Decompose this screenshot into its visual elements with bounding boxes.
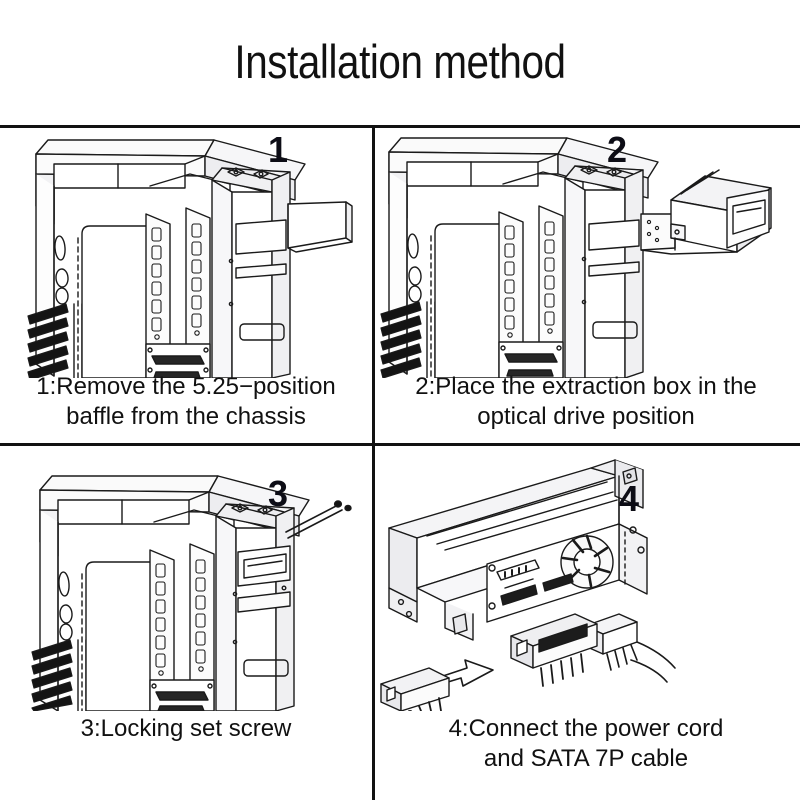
- drive-caddy-rear-connectors-illustration: [380, 459, 676, 711]
- step-panel-1: 1 1:Remove the 5.25−position baffle from…: [0, 128, 372, 443]
- step-panel-3: 3 3:Locking set screw: [0, 446, 372, 800]
- step-panel-4: 4 4:Connect the power cord and SATA 7P c…: [375, 446, 800, 800]
- step-caption-1: 1:Remove the 5.25−position baffle from t…: [36, 373, 336, 430]
- chassis-baffle-removal-illustration: [27, 139, 353, 378]
- step-caption-3: 3:Locking set screw: [80, 715, 292, 742]
- page-title: Installation method: [234, 35, 566, 88]
- step-number-3: 3: [268, 473, 289, 514]
- step-number-2: 2: [607, 129, 628, 170]
- table-border-center: [372, 125, 375, 800]
- table-border-middle: [0, 443, 800, 446]
- step-number-1: 1: [268, 129, 289, 170]
- chassis-locking-screw-illustration: [31, 475, 352, 711]
- step-caption-4: 4:Connect the power cord and SATA 7P cab…: [448, 715, 724, 772]
- table-border-top: [0, 125, 800, 128]
- chassis-drive-caddy-insertion-illustration: [380, 137, 772, 378]
- step-panel-2: 2 2:Place the extraction box in the opti…: [375, 128, 800, 443]
- step-caption-2: 2:Place the extraction box in the optica…: [415, 373, 757, 430]
- step-number-4: 4: [619, 478, 640, 519]
